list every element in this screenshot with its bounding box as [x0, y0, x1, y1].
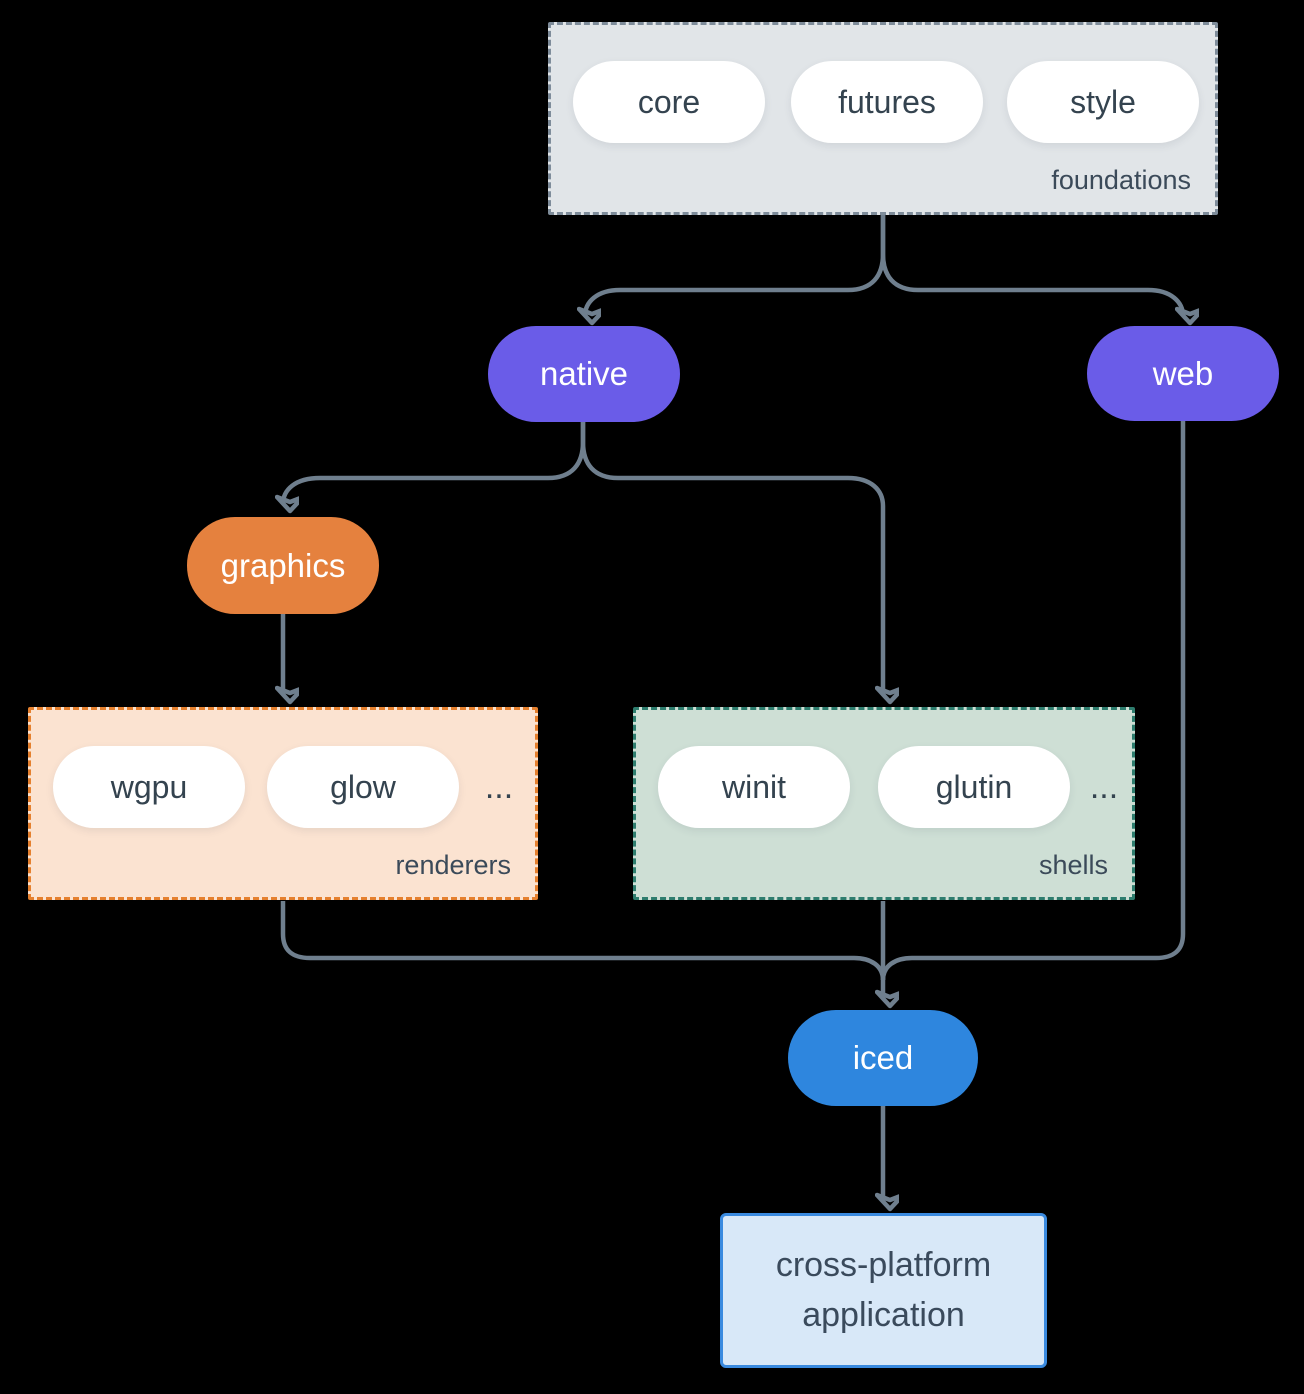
edge-native-shells	[580, 422, 883, 695]
group-renderers-label: renderers	[395, 850, 511, 880]
edge-renderers-merge	[280, 901, 886, 981]
node-web: web	[1087, 326, 1279, 421]
renderers-ellipsis: ...	[484, 767, 514, 806]
group-shells: winit glutin ... shells	[633, 707, 1135, 900]
group-foundations: core futures style foundations	[548, 22, 1218, 215]
node-native-label: native	[539, 355, 629, 392]
node-style-label: style	[1070, 83, 1136, 120]
node-wgpu: wgpu	[53, 746, 245, 828]
group-shells-label: shells	[1038, 850, 1108, 880]
group-renderers: wgpu glow ... renderers	[28, 707, 538, 900]
node-winit-label: winit	[721, 768, 786, 805]
edge-foundations-web	[880, 215, 1183, 316]
node-application-label: cross-platform application	[775, 1246, 992, 1334]
node-core-label: core	[637, 83, 701, 120]
node-iced: iced	[788, 1010, 978, 1106]
shells-ellipsis: ...	[1089, 767, 1119, 806]
node-iced-label: iced	[852, 1039, 914, 1076]
node-application: cross-platform application	[720, 1213, 1047, 1368]
node-graphics-label: graphics	[220, 546, 346, 584]
edge-foundations-native	[585, 215, 886, 316]
node-native: native	[488, 326, 680, 422]
node-glow: glow	[267, 746, 459, 828]
node-web-label: web	[1152, 354, 1214, 392]
node-style: style	[1007, 61, 1199, 143]
node-glutin: glutin	[878, 746, 1070, 828]
node-glutin-label: glutin	[935, 768, 1013, 805]
edge-web-merge	[880, 420, 1186, 981]
node-futures: futures	[791, 61, 983, 143]
node-winit: winit	[658, 746, 850, 828]
node-futures-label: futures	[838, 83, 936, 120]
node-wgpu-label: wgpu	[110, 768, 188, 805]
node-core: core	[573, 61, 765, 143]
node-glow-label: glow	[330, 768, 396, 805]
edge-native-graphics	[283, 422, 586, 504]
node-graphics: graphics	[187, 517, 379, 614]
group-foundations-label: foundations	[1051, 165, 1191, 195]
